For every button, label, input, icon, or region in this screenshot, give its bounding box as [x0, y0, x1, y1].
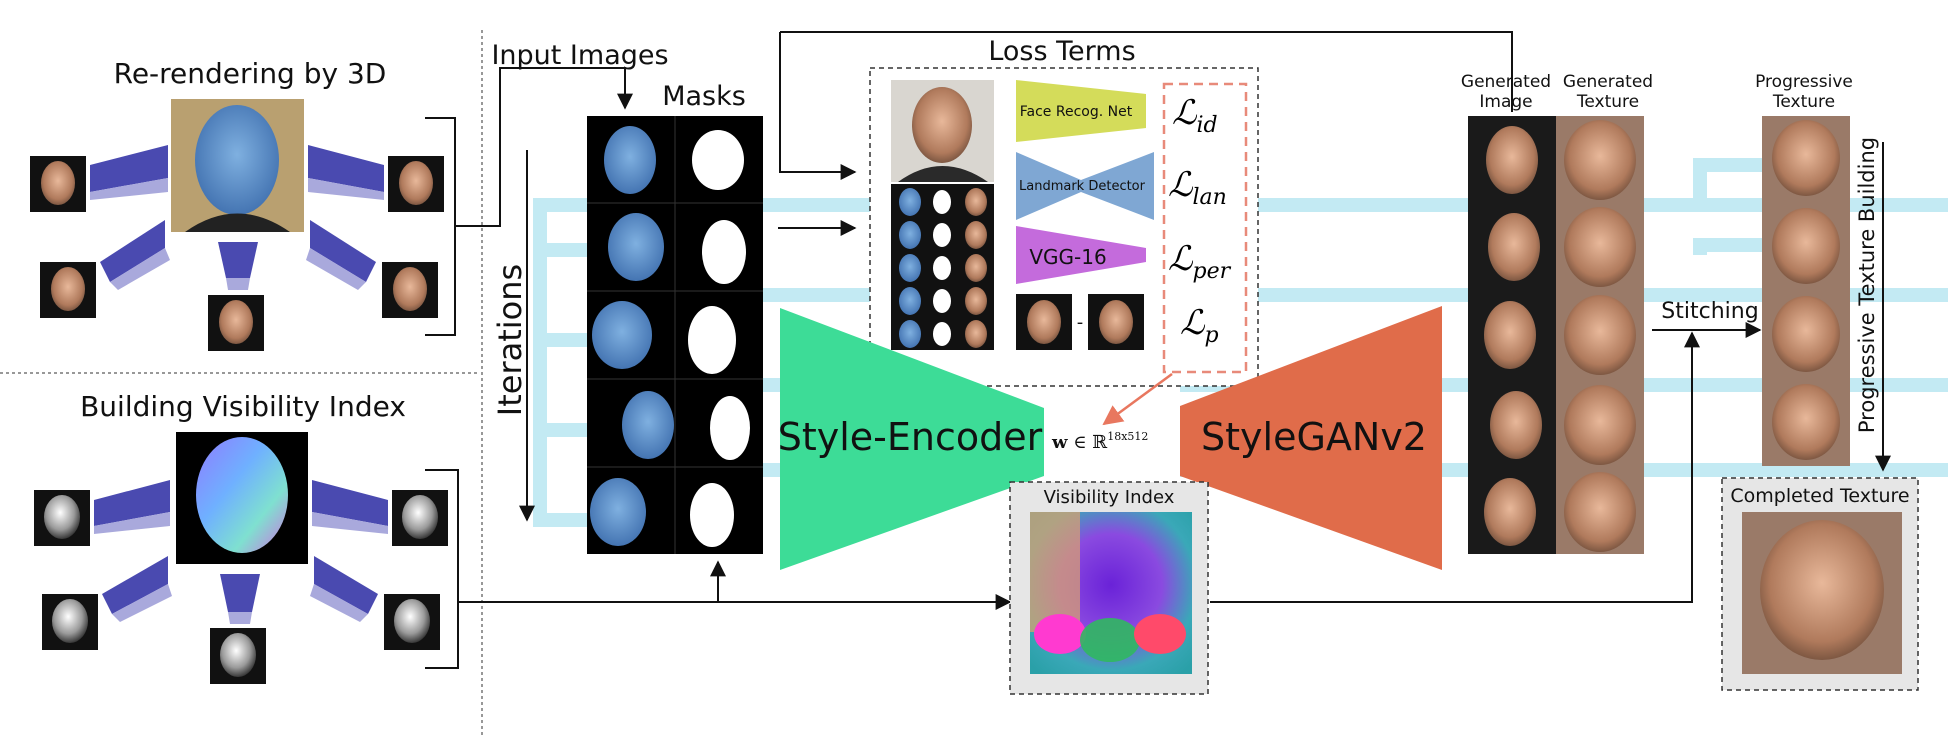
face-recog-net: Face Recog. Net	[1016, 80, 1146, 142]
visibility-thumbnails	[34, 490, 448, 684]
loss-symbols-box	[1162, 82, 1248, 374]
input-mask-grid	[587, 116, 763, 554]
visibility-index-map	[1030, 512, 1192, 674]
rerender-thumbnails	[30, 156, 444, 351]
visibility-index-label: Visibility Index	[1044, 487, 1175, 508]
loss-p: ℒp	[1180, 303, 1219, 348]
loss-per: ℒper	[1168, 239, 1232, 284]
loss-symbols: ℒid ℒlan ℒper ℒp	[1168, 93, 1232, 348]
progressive-building-label: Progressive Texture Building	[1855, 137, 1879, 433]
visibility-bracket	[425, 469, 459, 669]
stylegan-block	[1180, 306, 1442, 570]
landmark-label: Landmark Detector	[1019, 179, 1146, 194]
input-images-column	[590, 126, 674, 546]
generated-textures-column	[1556, 116, 1644, 554]
target-portrait	[891, 80, 994, 182]
stitching-label: Stitching	[1661, 299, 1758, 324]
stylegan-label: StyleGANv2	[1201, 415, 1427, 459]
landmark-detector: Landmark Detector	[1016, 152, 1154, 220]
generated-images-column	[1468, 116, 1556, 554]
progressive-texture-column	[1762, 116, 1850, 466]
iterations-label: Iterations	[491, 264, 529, 416]
vgg16-net: VGG-16	[1016, 226, 1146, 284]
loss-id: ℒid	[1172, 93, 1218, 138]
vgg-label: VGG-16	[1029, 245, 1106, 269]
progressive-label-1: Progressive	[1755, 72, 1853, 92]
loss-to-latent-arrow	[1102, 372, 1173, 426]
loss-thumb-grid	[891, 184, 994, 350]
generated-texture-label-1: Generated	[1563, 72, 1653, 92]
loss-lan: ℒlan	[1168, 165, 1227, 210]
completed-texture-image	[1742, 512, 1902, 674]
completed-texture-label: Completed Texture	[1730, 485, 1909, 507]
generated-image-label-2: Image	[1479, 92, 1532, 112]
rerender-title: Re-rendering by 3D	[114, 57, 387, 90]
visibility-frustums	[94, 480, 388, 624]
progressive-label-2: Texture	[1772, 92, 1835, 112]
style-encoder-label: Style-Encoder	[778, 415, 1043, 459]
generated-texture-label-2: Texture	[1576, 92, 1639, 112]
masks-label: Masks	[662, 81, 746, 112]
rerender-frustums	[90, 145, 384, 290]
loss-terms-label: Loss Terms	[988, 36, 1135, 67]
masks-column	[688, 130, 750, 547]
connector-arrows	[455, 31, 1891, 610]
minus-sign: -	[1077, 312, 1084, 333]
style-encoder-block	[780, 308, 1044, 570]
latent-code-label: w ∈ ℝ18x512	[1051, 430, 1148, 453]
generated-image-label-1: Generated	[1461, 72, 1551, 92]
rerender-center-image	[171, 99, 304, 232]
visibility-title: Building Visibility Index	[80, 390, 406, 423]
input-images-label: Input Images	[491, 40, 668, 71]
normal-map-image	[176, 432, 308, 564]
face-recog-label: Face Recog. Net	[1020, 104, 1133, 120]
pixel-loss-pair: -	[1016, 294, 1144, 350]
